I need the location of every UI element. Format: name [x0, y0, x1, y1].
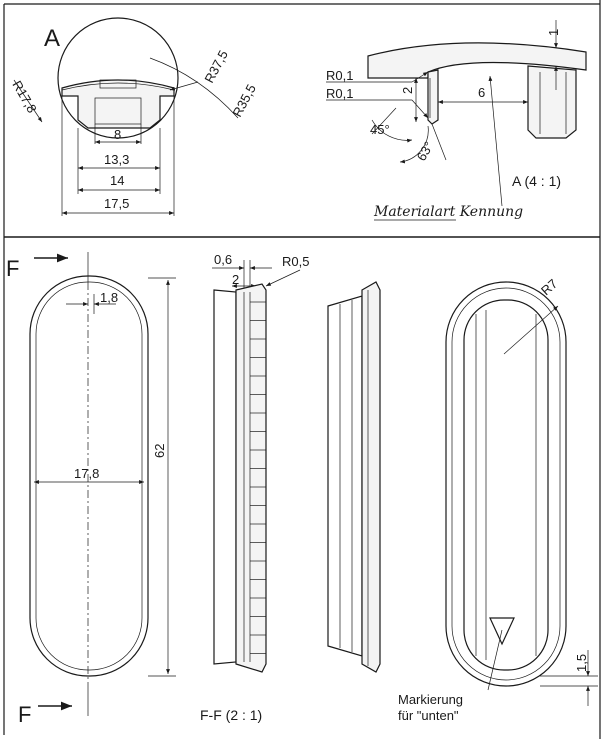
dim-1-5: 1,5 — [574, 654, 589, 672]
section-mark-top: F — [6, 256, 19, 281]
section-ribs — [250, 301, 266, 654]
dim-r37-5: R37,5 — [201, 48, 231, 86]
sheet-frame — [3, 0, 601, 739]
front-view: F F 1,8 17,8 62 — [6, 252, 176, 727]
dim-13-3: 13,3 — [104, 152, 129, 167]
dim-r17-8: R17,8 — [9, 78, 39, 116]
dim-r0-1-bottom: R0,1 — [326, 86, 353, 101]
dim-zoom-2: 2 — [400, 87, 415, 94]
dim-zoom-6: 6 — [478, 85, 485, 100]
marking-triangle-icon — [489, 617, 515, 646]
section-mark-bottom: F — [18, 702, 31, 727]
detail-a-label: A — [44, 25, 60, 52]
dim-0-6: 0,6 — [214, 252, 232, 267]
dim-zoom-1: 1 — [546, 29, 561, 36]
dim-r35-5: R35,5 — [229, 82, 259, 120]
side-view — [327, 281, 381, 673]
material-note: Materialart Kennung — [373, 204, 523, 220]
dim-r0-5: R0,5 — [282, 254, 309, 269]
dim-8: 8 — [114, 127, 121, 142]
dim-r7: R7 — [538, 276, 560, 298]
back-outer-outline — [445, 281, 567, 687]
marking-label-2: für "unten" — [398, 708, 459, 723]
marking-label-1: Markierung — [398, 692, 463, 707]
dim-17-8: 17,8 — [74, 466, 99, 481]
section-view-ff: 0,6 2 R0,5 F-F (2 : 1) — [200, 252, 309, 723]
detail-a-circle — [57, 17, 179, 139]
detail-a-zoom-view: 1 2 6 R0,1 R0,1 45° 63° A (4 : 1) Materi… — [326, 20, 587, 221]
dim-62: 62 — [152, 444, 167, 458]
back-view: R7 1,5 Markierung für "unten" — [398, 276, 598, 723]
angle-45: 45° — [370, 122, 390, 137]
section-scale: F-F (2 : 1) — [200, 707, 262, 723]
angle-63: 63° — [414, 139, 437, 164]
dim-17-5: 17,5 — [104, 196, 129, 211]
back-inner-outline — [463, 299, 549, 671]
dim-1-8: 1,8 — [100, 290, 118, 305]
front-outer-outline — [29, 275, 149, 677]
detail-a-zoom-scale: A (4 : 1) — [512, 173, 561, 189]
dim-14: 14 — [110, 173, 124, 188]
dim-r0-1-top: R0,1 — [326, 68, 353, 83]
detail-a-view: A R17,8 R37,5 R35,5 8 13,3 14 17,5 — [9, 17, 259, 216]
dim-section-2: 2 — [232, 272, 239, 287]
